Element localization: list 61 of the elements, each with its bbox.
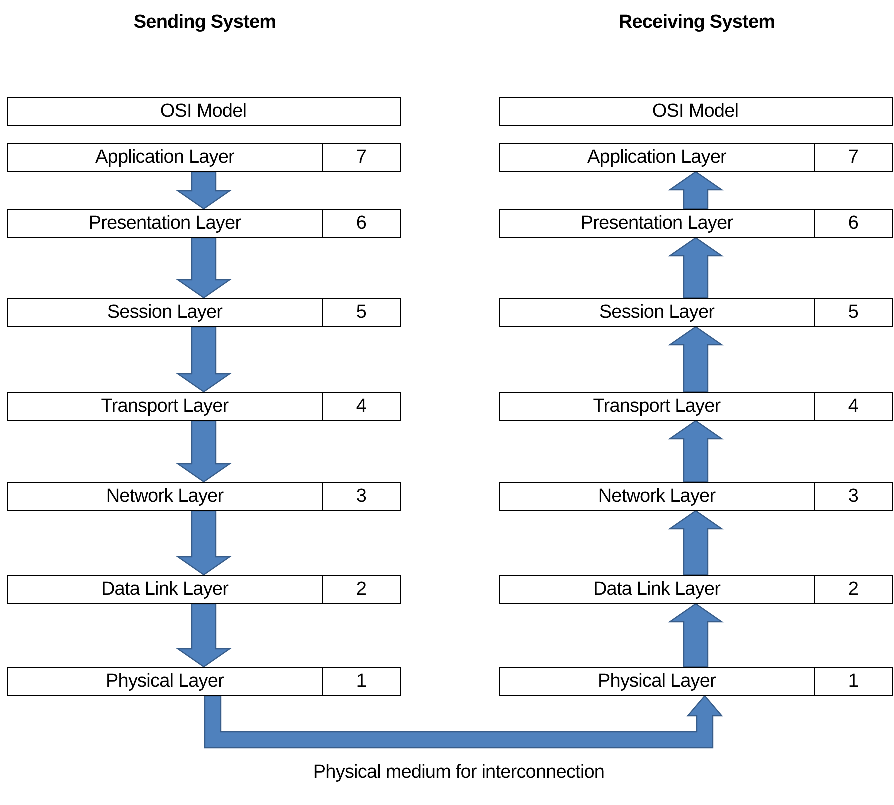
block-arrow [668,171,724,210]
layer-row [499,575,893,604]
layer-number: 5 [814,299,892,326]
layer-number: 3 [322,483,400,510]
layer-row [7,209,401,238]
layer-name: Application Layer [94,146,236,170]
column-title: Sending System [134,12,276,34]
layer-row [499,482,893,511]
block-arrow [176,420,232,483]
layer-name: Physical Layer [597,670,717,694]
layer-row [7,667,401,696]
layer-name: Session Layer [598,300,716,324]
layer-name: Data Link Layer [100,578,230,602]
layer-number: 1 [322,668,400,695]
layer-name: Network Layer [597,484,717,508]
layer-number: 7 [322,144,400,171]
header-box [7,97,401,126]
layer-name: Presentation Layer [88,212,242,236]
layer-row [499,667,893,696]
layer-name: Session Layer [106,300,224,324]
block-arrow [176,171,232,210]
header-text: OSI Model [159,100,248,124]
layer-name: Transport Layer [100,394,230,418]
block-arrow [668,326,724,393]
connector-arrow [204,695,724,749]
layer-row [499,298,893,327]
block-arrow [668,510,724,576]
layer-row [7,143,401,172]
layer-name: Application Layer [586,146,728,170]
layer-number: 2 [322,576,400,603]
layer-name: Network Layer [105,484,225,508]
block-arrow [176,326,232,393]
layer-number: 4 [322,393,400,420]
layer-number: 6 [814,210,892,237]
block-arrow [668,420,724,483]
layer-number: 7 [814,144,892,171]
block-arrow [668,603,724,668]
block-arrow [176,510,232,576]
layer-name: Transport Layer [592,394,722,418]
layer-row [7,298,401,327]
layer-number: 4 [814,393,892,420]
layer-row [7,575,401,604]
layer-row [499,209,893,238]
layer-number: 1 [814,668,892,695]
layer-number: 5 [322,299,400,326]
layer-number: 3 [814,483,892,510]
layer-row [7,482,401,511]
block-arrow [176,603,232,668]
layer-name: Physical Layer [105,670,225,694]
layer-row [499,392,893,421]
block-arrow [176,237,232,299]
layer-name: Data Link Layer [592,578,722,602]
layer-number: 6 [322,210,400,237]
block-arrow [668,237,724,299]
layer-row [7,392,401,421]
header-box [499,97,893,126]
layer-row [499,143,893,172]
layer-name: Presentation Layer [580,212,734,236]
layer-number: 2 [814,576,892,603]
column-title: Receiving System [618,12,776,34]
header-text: OSI Model [651,100,740,124]
